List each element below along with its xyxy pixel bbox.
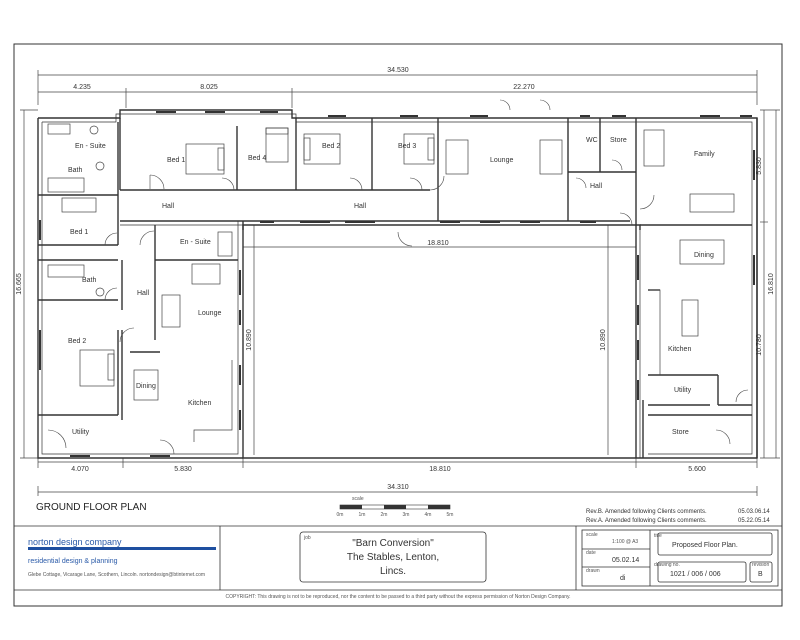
dim-right-height-outer: 16.810	[768, 273, 775, 295]
scale-tick-5: 5m	[447, 512, 454, 518]
drawing-number: 1021 / 006 / 006	[670, 571, 721, 578]
room-dining-right: Dining	[694, 252, 714, 259]
scale-tick-4: 4m	[425, 512, 432, 518]
project-line-2: The Stables, Lenton,	[347, 552, 439, 563]
company-block: norton design company residential design…	[28, 537, 216, 578]
dim-top-seg-2: 8.025	[200, 84, 218, 91]
revision-label: revision	[752, 562, 769, 568]
project-block: job "Barn Conversion" The Stables, Lento…	[303, 535, 439, 577]
room-lounge-top: Lounge	[490, 157, 513, 164]
room-bed2-top: Bed 2	[322, 143, 340, 150]
room-dining-left: Dining	[136, 383, 156, 390]
room-ensuite-1: En - Suite	[75, 143, 106, 150]
scale-tick-1: 1m	[359, 512, 366, 518]
dim-courtyard-right-height: 10.890	[600, 329, 607, 351]
room-kitchen-right: Kitchen	[668, 346, 691, 353]
date-value: 05.02.14	[612, 557, 639, 564]
room-lounge-left: Lounge	[198, 310, 221, 317]
dim-bottom-seg-1: 4.070	[71, 466, 89, 473]
room-hall-c: Hall	[590, 183, 603, 190]
copyright-notice: COPYRIGHT: This drawing is not to be rep…	[226, 594, 571, 600]
company-tagline: residential design & planning	[28, 558, 118, 565]
drawing-no-label: drawing no.	[654, 562, 680, 568]
room-utility-right: Utility	[674, 387, 692, 394]
scale-label: scale	[586, 532, 598, 538]
furniture	[47, 123, 735, 442]
revision-b-text: Rev.B. Amended following Clients comment…	[586, 509, 707, 515]
door-swings	[47, 99, 749, 455]
project-line-3: Lincs.	[380, 566, 406, 577]
scale-tick-0: 0m	[337, 512, 344, 518]
room-bed4: Bed 4	[248, 155, 266, 162]
room-bed1-top: Bed 1	[167, 157, 185, 164]
dim-left-height: 16.665	[16, 273, 23, 295]
room-bed2-left: Bed 2	[68, 338, 86, 345]
dim-top-seg-3: 22.270	[513, 84, 535, 91]
room-hall-a: Hall	[162, 203, 175, 210]
dim-bottom-seg-3: 18.810	[429, 466, 451, 473]
dim-top-seg-1: 4.235	[73, 84, 91, 91]
revision-b-date: 05.03.06.14	[738, 509, 770, 515]
date-label: date	[586, 550, 596, 556]
job-label: job	[303, 535, 311, 541]
project-line-1: "Barn Conversion"	[352, 538, 434, 549]
dim-bottom-seg-2: 5.830	[174, 466, 192, 473]
revision-notes: Rev.B. Amended following Clients comment…	[586, 509, 770, 524]
room-hall-b: Hall	[354, 203, 367, 210]
plan-title: GROUND FLOOR PLAN	[36, 502, 147, 513]
room-ensuite-2: En - Suite	[180, 239, 211, 246]
dim-top-overall: 34.530	[387, 67, 409, 74]
room-bath-1: Bath	[68, 167, 83, 174]
dim-bottom-overall: 34.310	[387, 484, 409, 491]
room-bed1-left: Bed 1	[70, 229, 88, 236]
scale-value: 1:100 @ A3	[612, 539, 638, 545]
sheet-border	[13, 43, 783, 607]
drawn-label: drawn	[586, 568, 600, 574]
building-walls	[37, 109, 758, 459]
room-store-right: Store	[672, 429, 689, 436]
windows	[39, 111, 755, 457]
room-utility-left: Utility	[72, 429, 90, 436]
revision-a-text: Rev.A. Amended following Clients comment…	[586, 518, 707, 524]
drawing-title: Proposed Floor Plan.	[672, 542, 738, 549]
revision-a-date: 05.22.05.14	[738, 518, 770, 524]
room-store-top: Store	[610, 137, 627, 144]
scale-tick-3: 3m	[403, 512, 410, 518]
room-kitchen-left: Kitchen	[188, 400, 211, 407]
drawing-info-block: scale 1:100 @ A3 date 05.02.14 drawn di …	[586, 532, 769, 582]
title-label: title	[654, 533, 662, 539]
dimension-lines	[20, 70, 780, 496]
room-bed3: Bed 3	[398, 143, 416, 150]
room-labels: En - Suite Bath Bed 1 Bed 4 Bed 2 Bed 3 …	[68, 137, 715, 436]
company-address: Glebe Cottage, Vicarage Lane, Scothern, …	[28, 572, 205, 578]
title-block-frame	[14, 525, 782, 591]
company-name: norton design company	[28, 537, 122, 547]
dim-right-height-inner: 10.780	[756, 334, 763, 356]
revision-letter: B	[758, 571, 763, 578]
dim-courtyard-width: 18.810	[427, 240, 449, 247]
dim-courtyard-left-height: 10.890	[246, 329, 253, 351]
scale-bar: scale 0m 1m 2m 3m 4m 5m	[337, 496, 454, 518]
dim-bottom-seg-4: 5.600	[688, 466, 706, 473]
drawn-value: di	[620, 575, 626, 582]
room-hall-d: Hall	[137, 290, 150, 297]
scale-tick-2: 2m	[381, 512, 388, 518]
dim-right-wing-height: 5.830	[756, 157, 763, 175]
room-bath-2: Bath	[82, 277, 97, 284]
room-family: Family	[694, 151, 715, 158]
room-wc: WC	[586, 137, 598, 144]
scale-bar-title: scale	[352, 496, 364, 502]
